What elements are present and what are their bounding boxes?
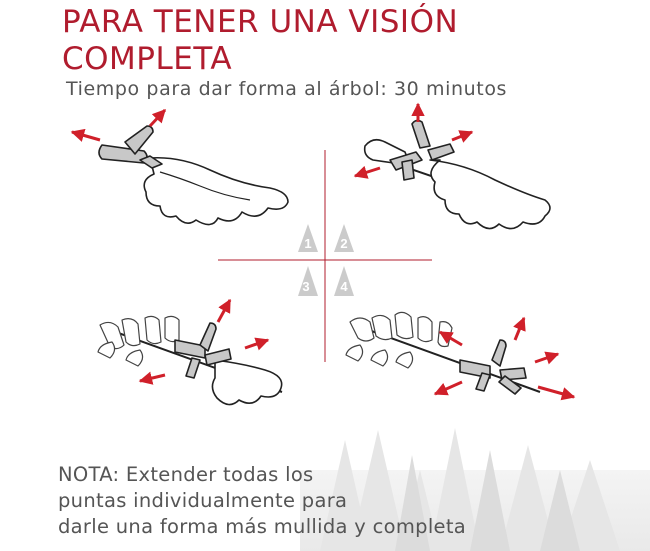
title-line-2: COMPLETA	[62, 41, 233, 77]
background-forest	[300, 428, 650, 551]
note-line-1: NOTA: Extender todas los	[58, 463, 314, 486]
step-number-4: 4	[340, 279, 348, 294]
step-icon-1: 1	[298, 224, 318, 252]
step-icon-4: 4	[334, 266, 354, 296]
arrow	[216, 298, 232, 323]
note-text: NOTA: Extender todas los puntas individu…	[58, 462, 466, 540]
arrow	[148, 108, 167, 128]
step-number-1: 1	[304, 236, 311, 251]
arrow	[513, 316, 526, 341]
step-3-branch	[97, 315, 283, 406]
arrow	[433, 380, 463, 396]
page-title: PARA TENER UNA VISIÓN COMPLETA	[62, 4, 458, 78]
arrow	[353, 165, 381, 179]
page-subtitle: Tiempo para dar forma al árbol: 30 minut…	[66, 78, 508, 100]
title-line-1: PARA TENER UNA VISIÓN	[62, 4, 459, 40]
arrow	[438, 330, 463, 347]
arrow	[244, 337, 270, 351]
arrow	[534, 351, 560, 365]
note-line-3: darle una forma más mullida y completa	[58, 515, 467, 538]
arrow	[451, 130, 474, 143]
step-1-branch	[98, 125, 289, 226]
step-4-branch	[345, 311, 541, 395]
arrow	[537, 385, 576, 401]
arrow	[70, 128, 101, 142]
step-icon-2: 2	[334, 224, 354, 252]
note-line-2: puntas individualmente para	[58, 489, 348, 512]
step-number-3: 3	[302, 279, 309, 294]
step-icon-3: 3	[298, 266, 318, 296]
arrow	[138, 371, 166, 385]
step-number-2: 2	[340, 236, 347, 251]
